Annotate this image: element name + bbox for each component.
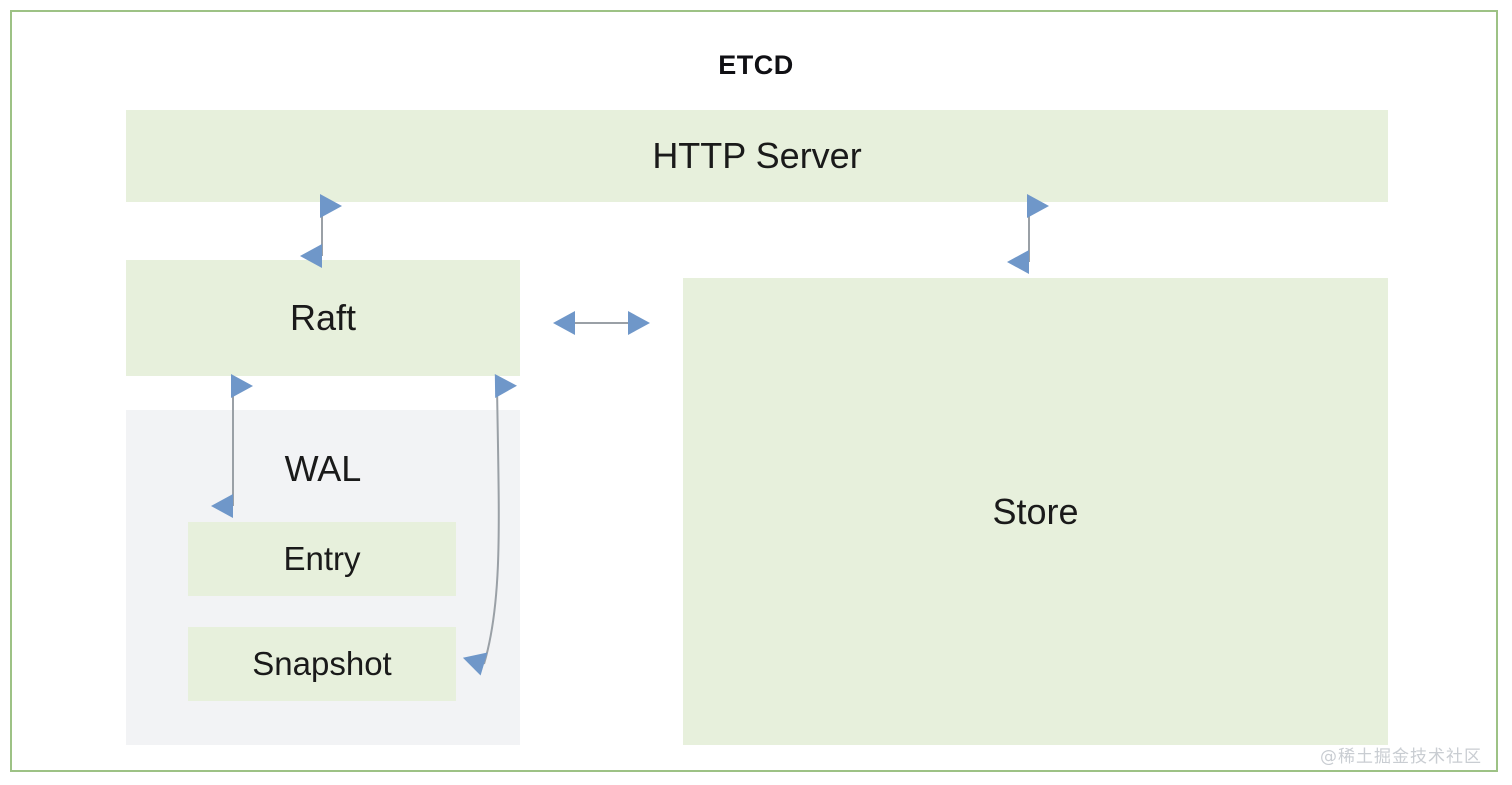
node-http-server-label: HTTP Server [652, 135, 862, 176]
node-snapshot[interactable]: Snapshot [188, 627, 456, 701]
node-entry-label: Entry [283, 540, 361, 577]
node-store-label: Store [992, 490, 1079, 532]
node-raft-label: Raft [289, 297, 357, 338]
watermark-text: @稀土掘金技术社区 [1320, 747, 1482, 767]
node-store[interactable]: Store [683, 278, 1388, 745]
node-http-server[interactable]: HTTP Server [126, 110, 1388, 202]
node-wal-label: WAL [284, 448, 362, 489]
page-title: ETCD [718, 50, 794, 80]
node-entry[interactable]: Entry [188, 522, 456, 596]
node-raft[interactable]: Raft [126, 260, 520, 376]
node-snapshot-label: Snapshot [252, 645, 392, 682]
